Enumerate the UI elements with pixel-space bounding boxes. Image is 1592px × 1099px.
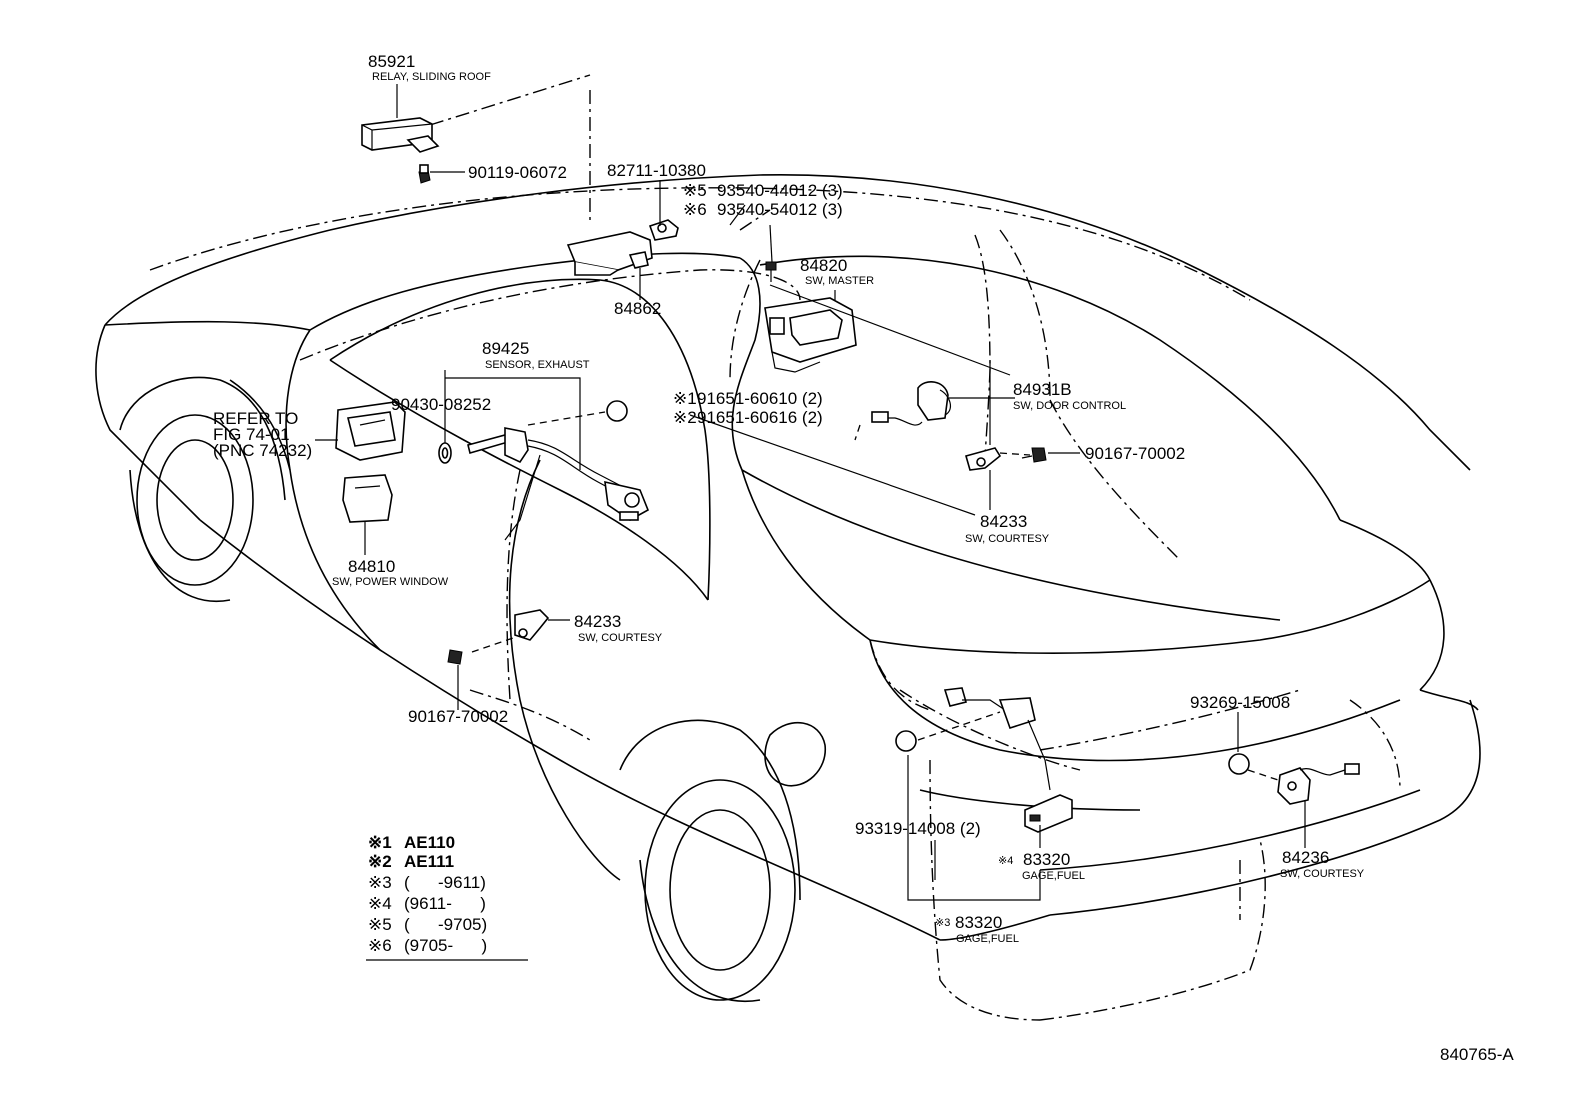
master-switch-part (764, 297, 857, 373)
trunk-courtesy-switch-part (1277, 763, 1360, 805)
marker-s-right (1228, 753, 1250, 775)
bracket-82711-part (648, 219, 679, 241)
clip2-mark: ※2 (673, 408, 697, 427)
courtesy-l-desc: SW, COURTESY (578, 632, 663, 644)
screw6-mark: ※6 (683, 200, 707, 219)
screw-93319-pn: 93319-14008 (2) (855, 819, 981, 838)
phantom-lines (149, 74, 1401, 1021)
legend-mark-5: ※5 (368, 915, 392, 934)
bolt-right-icon (1021, 447, 1047, 463)
door-control-switch-part (871, 381, 952, 426)
gage3-pn: 83320 (955, 913, 1002, 932)
courtesy-r-pn: 84233 (980, 512, 1027, 531)
gage4-desc: GAGE,FUEL (1022, 870, 1085, 882)
screw5-pn: 93540-44012 (3) (717, 181, 843, 200)
screw-93269-pn: 93269-15008 (1190, 693, 1290, 712)
legend-mark-6: ※6 (368, 936, 392, 955)
legend: ※1 AE110 ※2 AE111 ※3 ( -9611) ※4 (9611- … (366, 833, 528, 961)
window-switch-part (335, 401, 406, 461)
bolt-courtesy-l-pn: 90167-70002 (408, 707, 508, 726)
door-control-pn: 84931B (1013, 380, 1072, 399)
legend-mark-2: ※2 (368, 852, 392, 871)
legend-mark-1: ※1 (368, 833, 392, 852)
car-body-outline (95, 173, 1481, 1002)
clip2-pn: 91651-60616 (2) (697, 408, 823, 427)
legend-mark-3: ※3 (368, 873, 392, 892)
power-window-switch-part (342, 474, 393, 523)
gage3-mark: ※3 (935, 917, 950, 929)
clip1-mark: ※1 (673, 389, 697, 408)
bolt-icon (418, 164, 431, 184)
labels: 85921 RELAY, SLIDING ROOF 90119-06072 82… (213, 52, 1365, 945)
screw-93540-icon (765, 261, 777, 282)
gage3-desc: GAGE,FUEL (956, 933, 1019, 945)
leader-lines (315, 84, 1306, 901)
diagram-id: 840765-A (1440, 1045, 1514, 1064)
legend-text-6: (9705- ) (404, 936, 487, 955)
module-84862-part (566, 231, 653, 276)
legend-text-4: (9611- ) (404, 894, 486, 913)
module-84862-pn: 84862 (614, 299, 661, 318)
marker-b (606, 400, 628, 422)
fuel-gage-part (1024, 794, 1073, 833)
relay-desc: RELAY, SLIDING ROOF (372, 71, 491, 83)
trunk-courtesy-pn: 84236 (1282, 848, 1329, 867)
gasket-pn: 90430-08252 (391, 395, 491, 414)
courtesy-switch-left-part (514, 609, 550, 641)
screw5-mark: ※5 (683, 181, 707, 200)
marker-s-left (895, 730, 917, 752)
relay-sliding-roof-part (361, 117, 440, 153)
bolt-relay-pn: 90119-06072 (468, 163, 567, 182)
clip1-pn: 91651-60610 (2) (697, 389, 823, 408)
courtesy-l-pn: 84233 (574, 612, 621, 631)
legend-text-1: AE110 (404, 833, 455, 852)
refer-line2: FIG 74-01 (213, 425, 290, 444)
courtesy-r-desc: SW, COURTESY (965, 533, 1050, 545)
legend-mark-4: ※4 (368, 894, 392, 913)
gage4-mark: ※4 (998, 855, 1013, 867)
relay-pn: 85921 (368, 52, 415, 71)
bolt-courtesy-r-pn: 90167-70002 (1085, 444, 1185, 463)
gasket-icon (438, 442, 452, 464)
exhaust-sensor-part (467, 427, 650, 521)
legend-text-2: AE111 (404, 852, 454, 871)
screw6-pn: 93540-54012 (3) (717, 200, 843, 219)
master-switch-desc: SW, MASTER (805, 275, 874, 287)
refer-line3: (PNC 74232) (213, 441, 312, 460)
exhaust-sensor-desc: SENSOR, EXHAUST (485, 359, 590, 371)
bolt-left-icon (447, 649, 463, 665)
power-window-desc: SW, POWER WINDOW (332, 576, 449, 588)
master-switch-pn: 84820 (800, 256, 847, 275)
exhaust-sensor-pn: 89425 (482, 339, 529, 358)
door-control-desc: SW, DOOR CONTROL (1013, 400, 1126, 412)
legend-text-5: ( -9705) (404, 915, 487, 934)
courtesy-switch-right-part (965, 447, 1002, 471)
trunk-courtesy-desc: SW, COURTESY (1280, 868, 1365, 880)
bracket-a-pn: 82711-10380 (607, 161, 706, 180)
power-window-pn: 84810 (348, 557, 395, 576)
gage4-pn: 83320 (1023, 850, 1070, 869)
refer-line1: REFER TO (213, 409, 298, 428)
fuel-gage-harness-part (943, 687, 1051, 791)
legend-text-3: ( -9611) (404, 873, 486, 892)
